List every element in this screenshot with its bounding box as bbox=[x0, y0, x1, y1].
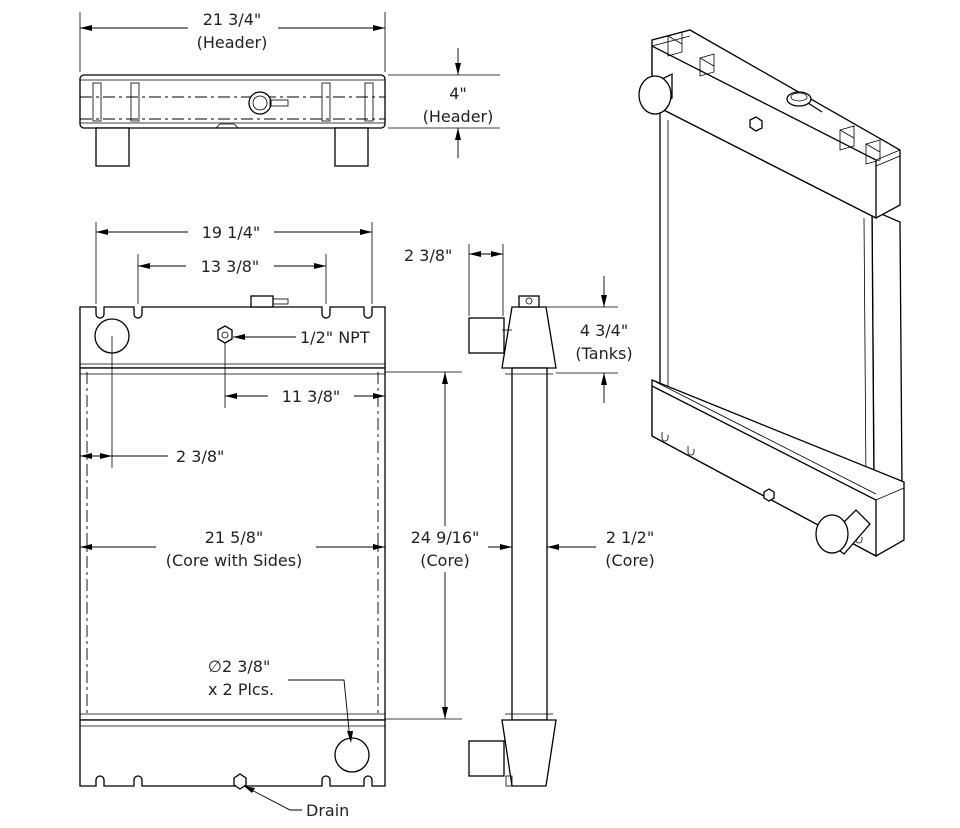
iso-outlet-pipe bbox=[815, 514, 849, 554]
side-view: 2 3/8" 4 3/4" (Tanks) 2 1/2" (Core) bbox=[404, 244, 655, 787]
header-outlet-pipe bbox=[334, 127, 369, 167]
tank-height-note: (Tanks) bbox=[575, 344, 632, 363]
bottom-tank bbox=[79, 719, 386, 787]
outlet-port bbox=[334, 737, 370, 773]
core-width-label: 21 5/8" bbox=[205, 528, 264, 547]
core-depth-note: (Core) bbox=[605, 551, 655, 570]
side-top-tank bbox=[501, 306, 557, 369]
iso-inlet-pipe bbox=[638, 75, 672, 115]
core-height-note: (Core) bbox=[420, 551, 470, 570]
top-view: 21 3/4" (Header) 4" (Header) bbox=[79, 10, 500, 167]
header-width-label: 21 3/4" bbox=[203, 10, 262, 29]
core-height-label: 24 9/16" bbox=[411, 528, 480, 547]
npt-offset-label: 11 3/8" bbox=[282, 387, 341, 406]
side-outlet-pipe bbox=[468, 740, 505, 777]
drain-plug-icon bbox=[233, 773, 247, 790]
header-width-note: (Header) bbox=[197, 33, 268, 52]
core-depth-label: 2 1/2" bbox=[606, 528, 654, 547]
header-height-label: 4" bbox=[449, 84, 467, 103]
side-inlet-pipe bbox=[468, 317, 505, 354]
isometric-view bbox=[638, 29, 905, 558]
side-core bbox=[511, 367, 548, 721]
drain-label: Drain bbox=[306, 801, 349, 820]
iso-filler-cap bbox=[786, 91, 812, 107]
overall-width-label: 19 1/4" bbox=[202, 223, 261, 242]
header-height-note: (Header) bbox=[423, 107, 494, 126]
side-offset-label: 2 3/8" bbox=[404, 246, 452, 265]
npt-label: 1/2" NPT bbox=[300, 328, 370, 347]
port-diameter-label: ∅2 3/8" bbox=[208, 657, 270, 676]
header-body bbox=[79, 74, 386, 129]
port-count-label: x 2 Plcs. bbox=[208, 680, 274, 699]
inlet-spacing-label: 13 3/8" bbox=[201, 257, 260, 276]
inlet-offset-label: 2 3/8" bbox=[176, 447, 224, 466]
filler-cap bbox=[248, 91, 272, 115]
header-inlet-pipe bbox=[95, 127, 130, 167]
tank-height-label: 4 3/4" bbox=[580, 321, 628, 340]
front-view: 19 1/4" 13 3/8" 1/2" NPT 11 3/8" 2 3/8" bbox=[79, 220, 486, 820]
side-bottom-tank bbox=[501, 719, 557, 787]
core-width-note: (Core with Sides) bbox=[166, 551, 303, 570]
npt-fitting-icon bbox=[217, 325, 233, 344]
